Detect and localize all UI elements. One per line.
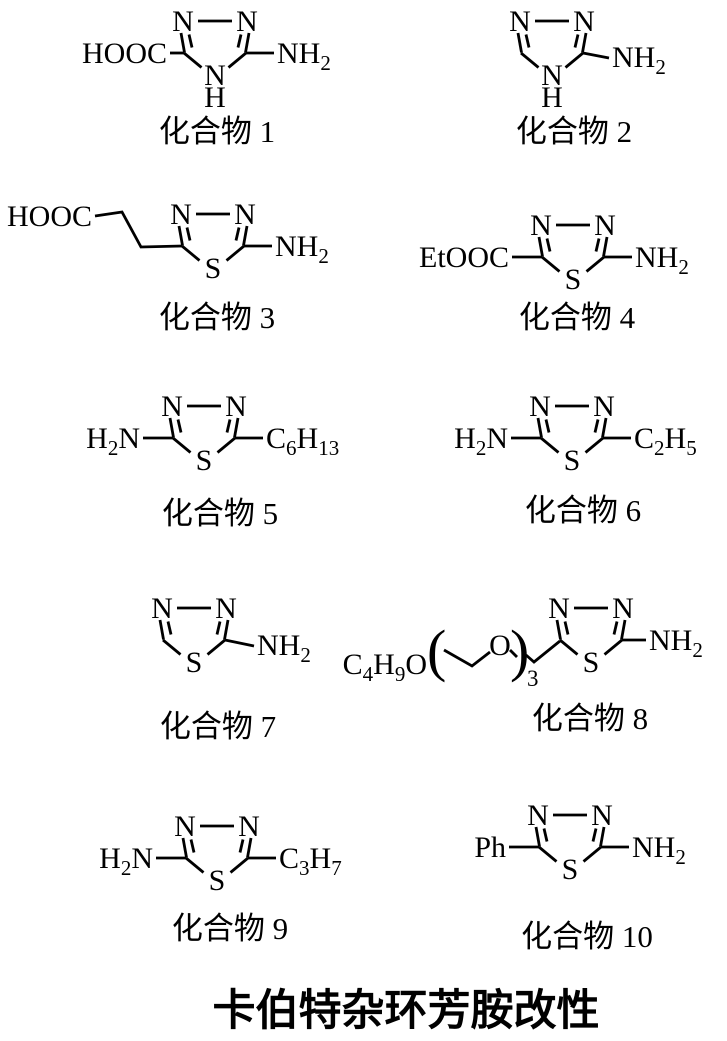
right-substituent-label: NH2 xyxy=(612,41,666,79)
compound-6-structure: N N S H2N C2H5 xyxy=(454,390,697,477)
left-substituent-label: HOOC xyxy=(82,37,167,70)
compound-9-label: 化合物 9 xyxy=(171,911,289,946)
right-substituent-label: NH2 xyxy=(635,241,689,279)
atom-n1-label: N xyxy=(174,810,196,843)
close-paren: ) xyxy=(510,618,529,683)
right-substituent-label: C6H13 xyxy=(266,422,339,460)
alkyl-chain-bond xyxy=(94,210,183,249)
atom-n1-label: N xyxy=(151,592,173,625)
oxygen-paren-bond xyxy=(509,649,518,658)
atom-s-label: S xyxy=(196,444,213,477)
atom-s-label: S xyxy=(564,444,581,477)
atom-n2-label: N xyxy=(612,592,634,625)
left-substituent-label: H2N xyxy=(454,422,508,460)
peg-chain-bond-right xyxy=(525,639,561,664)
compound-5-structure: N N S H2N C6H13 xyxy=(86,390,339,477)
right-substituent-label: NH2 xyxy=(632,831,686,869)
atom-s-label: S xyxy=(209,864,226,897)
compound-7-structure: N N S NH2 xyxy=(151,592,311,679)
bond-right-substituent xyxy=(582,51,610,60)
left-substituent-label: H2N xyxy=(99,842,153,880)
compound-2-structure: N N N H NH2 xyxy=(509,5,666,114)
right-substituent-label: C3H7 xyxy=(279,842,342,880)
left-substituent-label: HOOC xyxy=(7,200,92,233)
atom-n2-label: N xyxy=(591,799,613,832)
compound-6-label: 化合物 6 xyxy=(524,493,642,528)
compound-7-label: 化合物 7 xyxy=(159,709,277,744)
atom-n2-label: N xyxy=(236,5,258,38)
compound-2-label: 化合物 2 xyxy=(515,114,633,149)
figure-caption: 卡伯特杂环芳胺改性 xyxy=(212,987,600,1035)
compound-9-structure: N N S H2N C3H7 xyxy=(99,810,342,897)
atom-n2-label: N xyxy=(215,592,237,625)
compound-10-structure: N N S Ph NH2 xyxy=(474,799,686,886)
right-substituent-label: NH2 xyxy=(649,624,703,662)
atom-n1-label: N xyxy=(529,390,551,423)
atom-n1-label: N xyxy=(530,209,552,242)
compound-1-label: 化合物 1 xyxy=(158,114,276,149)
atom-n2-label: N xyxy=(238,810,260,843)
compound-10-label: 化合物 10 xyxy=(521,919,653,954)
atom-n1-label: N xyxy=(172,5,194,38)
atom-n2-label: N xyxy=(594,209,616,242)
atom-h-label: H xyxy=(541,81,563,114)
compound-4-structure: N N S EtOOC NH2 xyxy=(419,209,689,296)
compound-3-structure: N N S HOOC NH2 xyxy=(7,198,329,285)
atom-n1-label: N xyxy=(548,592,570,625)
atom-n1-label: N xyxy=(161,390,183,423)
atom-s-label: S xyxy=(583,646,600,679)
atom-n1-label: N xyxy=(170,198,192,231)
repeat-subscript: 3 xyxy=(527,666,539,691)
atom-n4-label: N xyxy=(541,59,563,92)
peg-chain-bond-left xyxy=(443,648,491,668)
compound-4-label: 化合物 4 xyxy=(518,300,636,335)
open-paren: ( xyxy=(427,618,446,683)
left-substituent-label: EtOOC xyxy=(419,241,509,274)
left-substituent-label: H2N xyxy=(86,422,140,460)
compound-5-label: 化合物 5 xyxy=(161,496,279,531)
compound-1-structure: N N N H HOOC NH2 xyxy=(82,5,331,114)
atom-n2-label: N xyxy=(225,390,247,423)
atom-s-label: S xyxy=(565,263,582,296)
right-substituent-label: NH2 xyxy=(257,629,311,667)
atom-n1-label: N xyxy=(527,799,549,832)
atom-n1-label: N xyxy=(509,5,531,38)
atom-s-label: S xyxy=(562,853,579,886)
chain-start-label: C4H9O xyxy=(343,648,427,686)
atom-n2-label: N xyxy=(234,198,256,231)
right-substituent-label: NH2 xyxy=(277,37,331,75)
atom-s-label: S xyxy=(186,646,203,679)
right-substituent-label: C2H5 xyxy=(634,422,697,460)
compound-3-label: 化合物 3 xyxy=(158,300,276,335)
compound-8-label: 化合物 8 xyxy=(531,701,649,736)
atom-n2-label: N xyxy=(593,390,615,423)
atom-n4-label: N xyxy=(204,59,226,92)
compound-8-structure: N N S C4H9O ( O ) 3 NH2 xyxy=(343,592,703,691)
left-substituent-label: Ph xyxy=(474,831,506,864)
atom-s-label: S xyxy=(205,252,222,285)
atom-n2-label: N xyxy=(573,5,595,38)
oxygen-label: O xyxy=(489,629,511,662)
bond-right-substituent xyxy=(224,638,255,648)
atom-h-label: H xyxy=(204,81,226,114)
right-substituent-label: NH2 xyxy=(275,230,329,268)
